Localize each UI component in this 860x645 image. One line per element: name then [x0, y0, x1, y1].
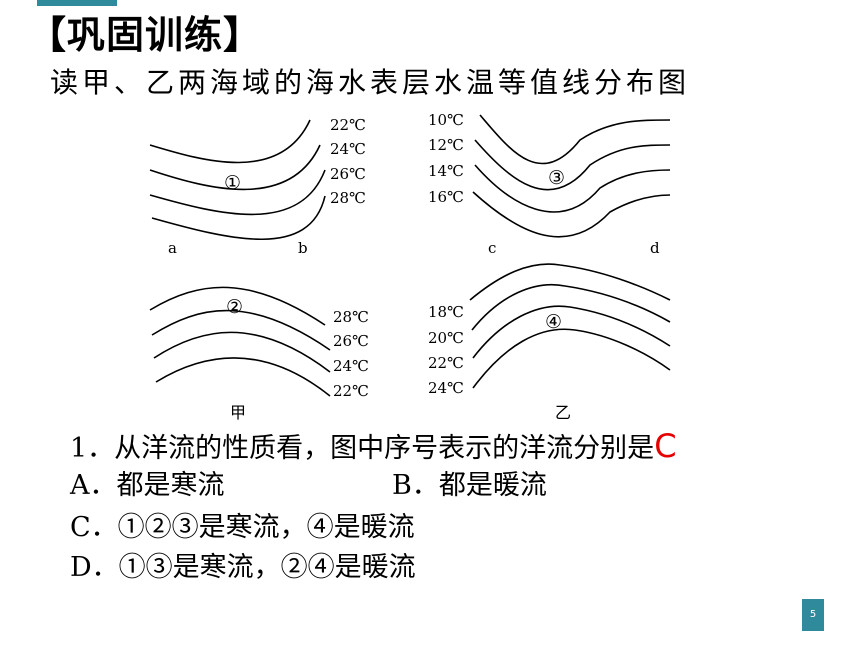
point-label: c: [488, 239, 496, 257]
isotherm-label: 26℃: [333, 332, 369, 350]
isotherm-line: [151, 195, 326, 241]
option-a: A．都是寒流: [70, 470, 225, 501]
current-marker: ④: [545, 311, 562, 333]
isotherm-label: 20℃: [428, 329, 464, 347]
isotherm-line: [472, 305, 671, 359]
isotherm-label: 22℃: [330, 116, 366, 134]
isotherm-label: 28℃: [330, 189, 366, 207]
isotherm-line: [472, 191, 671, 238]
current-marker: ①: [224, 172, 241, 194]
point-label: a: [168, 239, 177, 257]
isotherm-label: 10℃: [428, 111, 464, 129]
page-number-badge: 5: [802, 599, 824, 631]
handwritten-answer: C: [654, 427, 677, 465]
option-c: C．①②③是寒流，④是暖流: [70, 512, 415, 543]
isotherm-line: [155, 357, 331, 397]
isotherm-label: 12℃: [428, 136, 464, 154]
isotherm-figure: 22℃ 24℃ 26℃ 28℃ ① a b 28℃ 26℃ 24℃ 22℃ ② …: [149, 111, 671, 422]
isotherm-label: 22℃: [428, 354, 464, 372]
point-label: b: [298, 239, 308, 257]
isotherm-line: [149, 169, 326, 216]
option-d: D．①③是寒流，②④是暖流: [70, 552, 416, 583]
isotherm-label: 26℃: [330, 165, 366, 183]
slide-title: 【巩固训练】: [28, 13, 263, 57]
isotherm-label: 28℃: [333, 308, 369, 326]
question-text: 1．从洋流的性质看，图中序号表示的洋流分别是: [70, 433, 655, 464]
panel-caption: 甲: [230, 403, 246, 422]
panel-jia-bottom: [149, 286, 331, 397]
isotherm-label: 14℃: [428, 162, 464, 180]
current-marker: ②: [226, 296, 243, 318]
isotherm-line: [149, 286, 326, 326]
isotherm-label: 18℃: [428, 303, 464, 321]
isotherm-line: [149, 144, 321, 191]
isotherm-label: 16℃: [428, 188, 464, 206]
panel-yi-top: [472, 114, 671, 238]
isotherm-line: [149, 119, 311, 164]
isotherm-label: 24℃: [333, 357, 369, 375]
point-label: d: [650, 239, 660, 257]
option-b: B．都是暖流: [392, 470, 547, 501]
isotherm-line: [472, 328, 671, 389]
isotherm-label: 22℃: [333, 382, 369, 400]
isotherm-label: 24℃: [428, 379, 464, 397]
panel-caption: 乙: [555, 403, 571, 422]
isotherm-label: 24℃: [330, 140, 366, 158]
slide-subtitle: 读甲、乙两海域的海水表层水温等值线分布图: [50, 66, 691, 99]
isotherm-line: [469, 263, 671, 301]
isotherm-line: [471, 284, 671, 331]
isotherm-line: [474, 139, 671, 191]
question-stem: 1．从洋流的性质看，图中序号表示的洋流分别是C: [70, 426, 677, 469]
panel-yi-bottom: [469, 263, 671, 389]
current-marker: ③: [548, 167, 565, 189]
isotherm-line: [151, 309, 331, 351]
top-accent-bar: [37, 0, 117, 6]
isotherm-line: [479, 114, 671, 165]
panel-jia-top: [149, 119, 326, 241]
isotherm-line: [474, 164, 671, 213]
isotherm-line: [153, 331, 331, 373]
